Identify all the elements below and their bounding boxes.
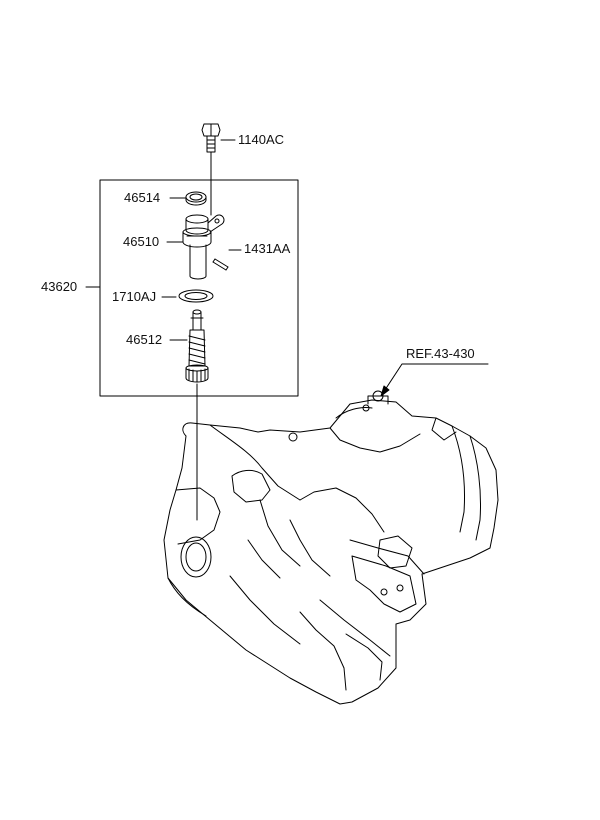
bolt-1140ac [201,123,221,153]
assembly-box [99,179,299,397]
reference-arrowhead [380,385,390,397]
label-gear: 46512 [126,332,163,347]
transmission-housing [163,390,499,705]
gasket-1710aj [178,289,214,303]
pin-1431aa [212,258,229,271]
label-pin: 1431AA [244,241,291,256]
label-bolt: 1140AC [238,132,285,147]
label-sensor: 46510 [123,234,160,249]
gear-46512 [185,309,209,383]
label-assembly: 43620 [41,279,78,294]
label-o-ring: 46514 [124,190,161,205]
leader-reference [380,363,489,397]
sensor-46510 [182,214,225,280]
label-reference: REF.43-430 [406,346,475,361]
label-gasket: 1710AJ [112,289,157,304]
o-ring-46514 [185,191,207,206]
